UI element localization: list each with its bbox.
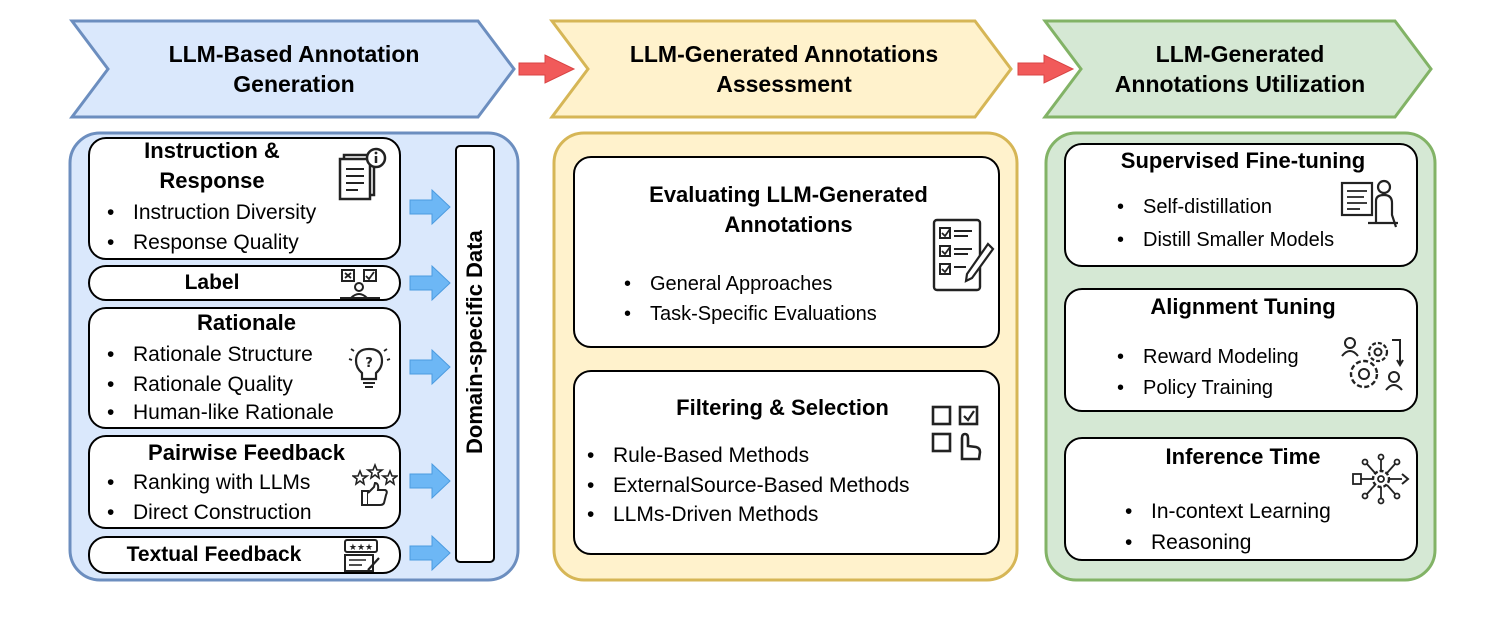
review-stars-icon: ★★★ [344, 539, 380, 572]
header-generation: LLM-Based Annotation Generation [108, 21, 480, 117]
data-arrow-2 [409, 264, 451, 302]
list-item: Rule-Based Methods [587, 441, 809, 471]
card-label-title: Label [184, 271, 240, 294]
list-item: Instruction Diversity [107, 198, 316, 228]
card-textual-feedback: Textual Feedback ★★★ [88, 536, 401, 574]
card-pairwise-feedback: Pairwise Feedback Ranking with LLMs Dire… [88, 435, 401, 529]
data-arrow-1 [409, 188, 451, 226]
list-item: LLMs-Driven Methods [587, 500, 818, 530]
card-alignment-tuning: Alignment Tuning Reward Modeling Policy … [1064, 288, 1418, 412]
data-arrow-5 [409, 534, 451, 572]
list-item: In-context Learning [1125, 497, 1331, 527]
card-textual-title: Textual Feedback [126, 543, 302, 566]
list-item: Rationale Quality [107, 370, 293, 400]
list-item: Reward Modeling [1117, 342, 1299, 372]
header-generation-line2: Generation [233, 71, 355, 97]
header-assessment-line2: Assessment [716, 71, 852, 97]
header-assessment-line1: LLM-Generated Annotations [629, 41, 939, 67]
card-pairwise-title: Pairwise Feedback [148, 440, 345, 465]
card-evaluating-title-line1: Evaluating LLM-Generated [649, 182, 928, 207]
card-filtering-title: Filtering & Selection [676, 395, 889, 420]
gears-users-icon [1341, 337, 1404, 391]
domain-data-label: Domain-specific Data [462, 230, 487, 454]
card-evaluating-title-line2: Annotations [724, 212, 853, 237]
svg-text:?: ? [365, 356, 373, 371]
document-info-icon [338, 147, 387, 201]
network-gear-icon [1352, 453, 1410, 505]
list-item: Direct Construction [107, 498, 311, 528]
card-inference-title: Inference Time [1165, 444, 1321, 469]
selection-grid-icon [931, 405, 982, 461]
data-arrow-3 [409, 348, 451, 386]
card-supervised-fine-tuning: Supervised Fine-tuning Self-distillation… [1064, 143, 1418, 267]
stars-thumbs-up-icon [352, 463, 398, 506]
list-item: ExternalSource-Based Methods [587, 471, 909, 501]
svg-text:★★★: ★★★ [349, 543, 373, 553]
header-utilization: LLM-Generated Annotations Utilization [1081, 21, 1399, 117]
flow-arrow-1 [518, 54, 576, 84]
list-item: Human-like Rationale [107, 398, 334, 428]
list-item: Reasoning [1125, 528, 1252, 558]
header-utilization-line2: Annotations Utilization [1114, 71, 1366, 97]
header-chevron-utilization [1042, 19, 1433, 119]
card-instruction-title-line2: Response [159, 168, 265, 193]
lightbulb-question-icon: ? [348, 347, 391, 388]
data-arrow-4 [409, 462, 451, 500]
labeling-icon [340, 269, 380, 299]
list-item: Rationale Structure [107, 340, 313, 370]
card-evaluating-annotations: Evaluating LLM-Generated Annotations Gen… [573, 156, 1000, 348]
card-rationale-title: Rationale [196, 310, 297, 335]
domain-data-bar [455, 145, 495, 563]
card-sft-title: Supervised Fine-tuning [1120, 148, 1366, 173]
person-computer-icon [1340, 179, 1398, 228]
header-chevron-assessment [549, 19, 1013, 119]
card-inference-time: Inference Time In-context Learning Reaso… [1064, 437, 1418, 561]
card-rationale: Rationale Rationale Structure Rationale … [88, 307, 401, 429]
header-assessment: LLM-Generated Annotations Assessment [588, 21, 980, 117]
card-label: Label [88, 265, 401, 301]
checklist-icon [932, 218, 995, 292]
header-generation-line1: LLM-Based Annotation [168, 41, 420, 67]
list-item: Task-Specific Evaluations [624, 299, 877, 329]
card-alignment-title: Alignment Tuning [1150, 294, 1336, 319]
card-instruction-response: Instruction & Response Instruction Diver… [88, 137, 401, 260]
list-item: Response Quality [107, 228, 299, 258]
list-item: Ranking with LLMs [107, 468, 310, 498]
header-chevron-generation [69, 19, 516, 119]
card-instruction-title-line1: Instruction & [144, 138, 280, 163]
list-item: Distill Smaller Models [1117, 225, 1334, 255]
header-utilization-line1: LLM-Generated [1155, 41, 1325, 67]
flow-arrow-2 [1017, 54, 1075, 84]
card-filtering-selection: Filtering & Selection Rule-Based Methods… [573, 370, 1000, 555]
list-item: Self-distillation [1117, 192, 1272, 222]
list-item: Policy Training [1117, 373, 1273, 403]
list-item: General Approaches [624, 269, 832, 299]
